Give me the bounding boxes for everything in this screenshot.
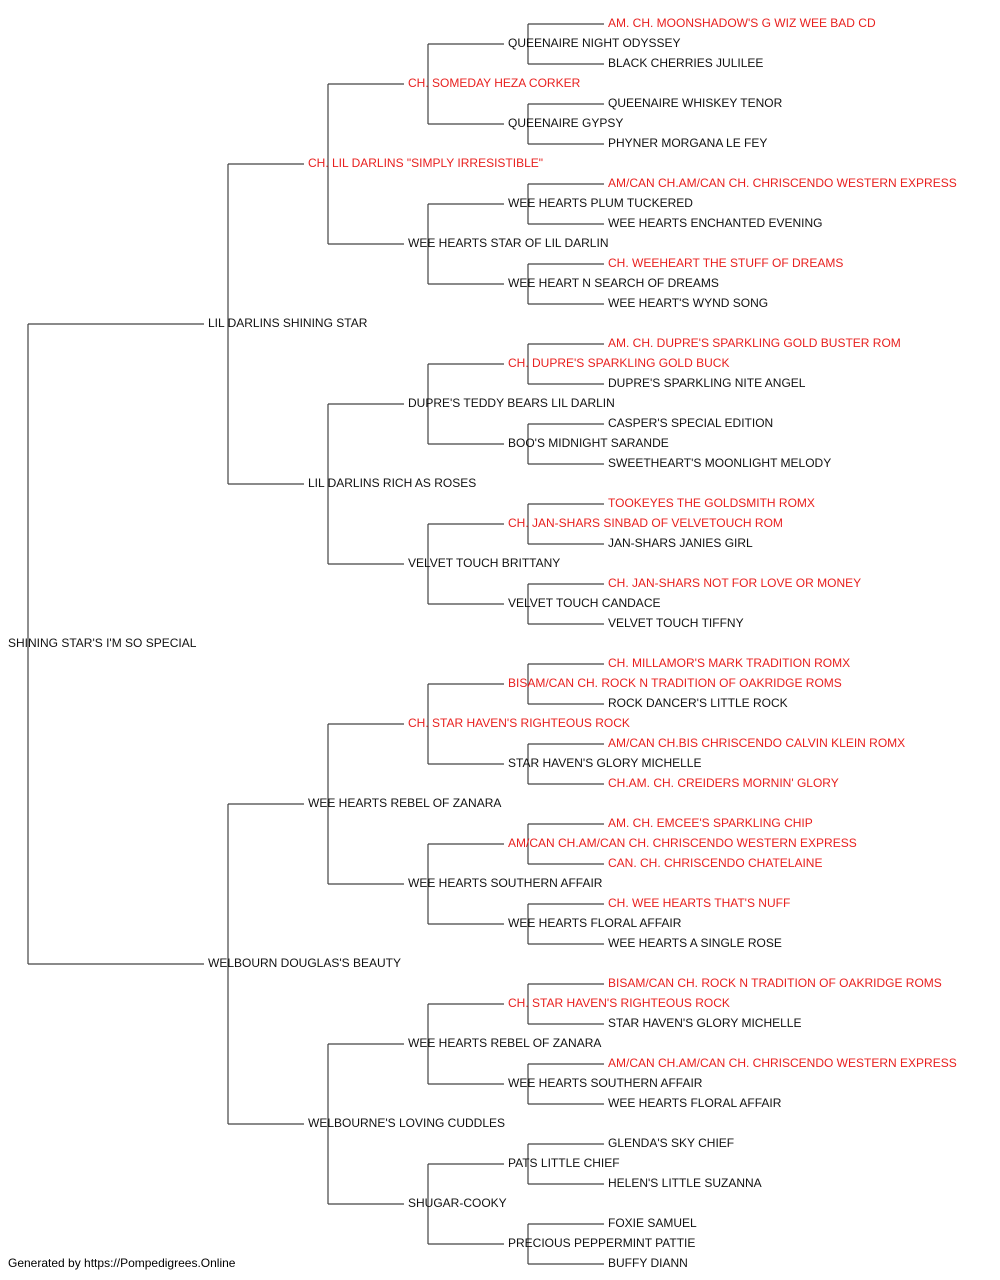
sire-name-gen4: WEE HEARTS PLUM TUCKERED [508, 196, 693, 210]
sire-name-gen5: QUEENAIRE WHISKEY TENOR [608, 96, 783, 110]
sire-name-gen4: CH. STAR HAVEN'S RIGHTEOUS ROCK [508, 996, 730, 1010]
sire-name-gen5: AM/CAN CH.AM/CAN CH. CHRISCENDO WESTERN … [608, 1056, 957, 1070]
dam-name-gen5: WEE HEARTS FLORAL AFFAIR [608, 1096, 782, 1110]
sire-name-gen5: CASPER'S SPECIAL EDITION [608, 416, 773, 430]
sire-name-gen3: WEE HEARTS REBEL OF ZANARA [408, 1036, 601, 1050]
sire-name-gen4: CH. JAN-SHARS SINBAD OF VELVETOUCH ROM [508, 516, 783, 530]
dam-name-gen2: LIL DARLINS RICH AS ROSES [308, 476, 476, 490]
dam-name-gen3: WEE HEARTS SOUTHERN AFFAIR [408, 876, 603, 890]
sire-name-gen5: AM. CH. MOONSHADOW'S G WIZ WEE BAD CD [608, 16, 876, 30]
dam-name-gen5: BLACK CHERRIES JULILEE [608, 56, 763, 70]
sire-name-gen3: DUPRE'S TEDDY BEARS LIL DARLIN [408, 396, 615, 410]
sire-name-gen5: GLENDA'S SKY CHIEF [608, 1136, 734, 1150]
sire-name-gen1: LIL DARLINS SHINING STAR [208, 316, 368, 330]
dam-name-gen4: WEE HEARTS SOUTHERN AFFAIR [508, 1076, 703, 1090]
sire-name-gen5: FOXIE SAMUEL [608, 1216, 697, 1230]
subject-name-gen0: SHINING STAR'S I'M SO SPECIAL [8, 636, 197, 650]
sire-name-gen4: PATS LITTLE CHIEF [508, 1156, 620, 1170]
sire-name-gen4: AM/CAN CH.AM/CAN CH. CHRISCENDO WESTERN … [508, 836, 857, 850]
dam-name-gen5: BUFFY DIANN [608, 1256, 688, 1270]
sire-name-gen4: CH. DUPRE'S SPARKLING GOLD BUCK [508, 356, 729, 370]
dam-name-gen4: WEE HEART N SEARCH OF DREAMS [508, 276, 719, 290]
dam-name-gen5: DUPRE'S SPARKLING NITE ANGEL [608, 376, 806, 390]
sire-name-gen2: CH. LIL DARLINS "SIMPLY IRRESISTIBLE" [308, 156, 543, 170]
sire-name-gen5: AM. CH. DUPRE'S SPARKLING GOLD BUSTER RO… [608, 336, 901, 350]
sire-name-gen5: CH. JAN-SHARS NOT FOR LOVE OR MONEY [608, 576, 861, 590]
sire-name-gen2: WEE HEARTS REBEL OF ZANARA [308, 796, 501, 810]
dam-name-gen5: WEE HEARTS ENCHANTED EVENING [608, 216, 822, 230]
dam-name-gen5: ROCK DANCER'S LITTLE ROCK [608, 696, 788, 710]
dam-name-gen4: WEE HEARTS FLORAL AFFAIR [508, 916, 682, 930]
sire-name-gen5: CH. WEE HEARTS THAT'S NUFF [608, 896, 790, 910]
sire-name-gen3: CH. SOMEDAY HEZA CORKER [408, 76, 581, 90]
dam-name-gen4: STAR HAVEN'S GLORY MICHELLE [508, 756, 701, 770]
dam-name-gen2: WELBOURNE'S LOVING CUDDLES [308, 1116, 505, 1130]
sire-name-gen5: CH. MILLAMOR'S MARK TRADITION ROMX [608, 656, 850, 670]
dam-name-gen1: WELBOURN DOUGLAS'S BEAUTY [208, 956, 401, 970]
dam-name-gen3: SHUGAR-COOKY [408, 1196, 507, 1210]
sire-name-gen4: BISAM/CAN CH. ROCK N TRADITION OF OAKRID… [508, 676, 842, 690]
dam-name-gen5: SWEETHEART'S MOONLIGHT MELODY [608, 456, 831, 470]
dam-name-gen5: STAR HAVEN'S GLORY MICHELLE [608, 1016, 801, 1030]
footer-credit: Generated by https://Pompedigrees.Online [8, 1256, 236, 1270]
dam-name-gen5: VELVET TOUCH TIFFNY [608, 616, 744, 630]
dam-name-gen5: JAN-SHARS JANIES GIRL [608, 536, 753, 550]
sire-name-gen5: TOOKEYES THE GOLDSMITH ROMX [608, 496, 815, 510]
sire-name-gen5: BISAM/CAN CH. ROCK N TRADITION OF OAKRID… [608, 976, 942, 990]
dam-name-gen5: CH.AM. CH. CREIDERS MORNIN' GLORY [608, 776, 839, 790]
sire-name-gen4: QUEENAIRE NIGHT ODYSSEY [508, 36, 680, 50]
dam-name-gen4: PRECIOUS PEPPERMINT PATTIE [508, 1236, 695, 1250]
dam-name-gen3: WEE HEARTS STAR OF LIL DARLIN [408, 236, 608, 250]
dam-name-gen5: PHYNER MORGANA LE FEY [608, 136, 767, 150]
sire-name-gen3: CH. STAR HAVEN'S RIGHTEOUS ROCK [408, 716, 630, 730]
sire-name-gen5: CH. WEEHEART THE STUFF OF DREAMS [608, 256, 843, 270]
sire-name-gen5: AM/CAN CH.BIS CHRISCENDO CALVIN KLEIN RO… [608, 736, 905, 750]
sire-name-gen5: AM. CH. EMCEE'S SPARKLING CHIP [608, 816, 813, 830]
dam-name-gen5: WEE HEARTS A SINGLE ROSE [608, 936, 782, 950]
sire-name-gen5: AM/CAN CH.AM/CAN CH. CHRISCENDO WESTERN … [608, 176, 957, 190]
dam-name-gen4: VELVET TOUCH CANDACE [508, 596, 660, 610]
dam-name-gen5: HELEN'S LITTLE SUZANNA [608, 1176, 762, 1190]
dam-name-gen4: QUEENAIRE GYPSY [508, 116, 623, 130]
dam-name-gen5: CAN. CH. CHRISCENDO CHATELAINE [608, 856, 822, 870]
dam-name-gen5: WEE HEART'S WYND SONG [608, 296, 768, 310]
dam-name-gen4: BOO'S MIDNIGHT SARANDE [508, 436, 669, 450]
dam-name-gen3: VELVET TOUCH BRITTANY [408, 556, 560, 570]
